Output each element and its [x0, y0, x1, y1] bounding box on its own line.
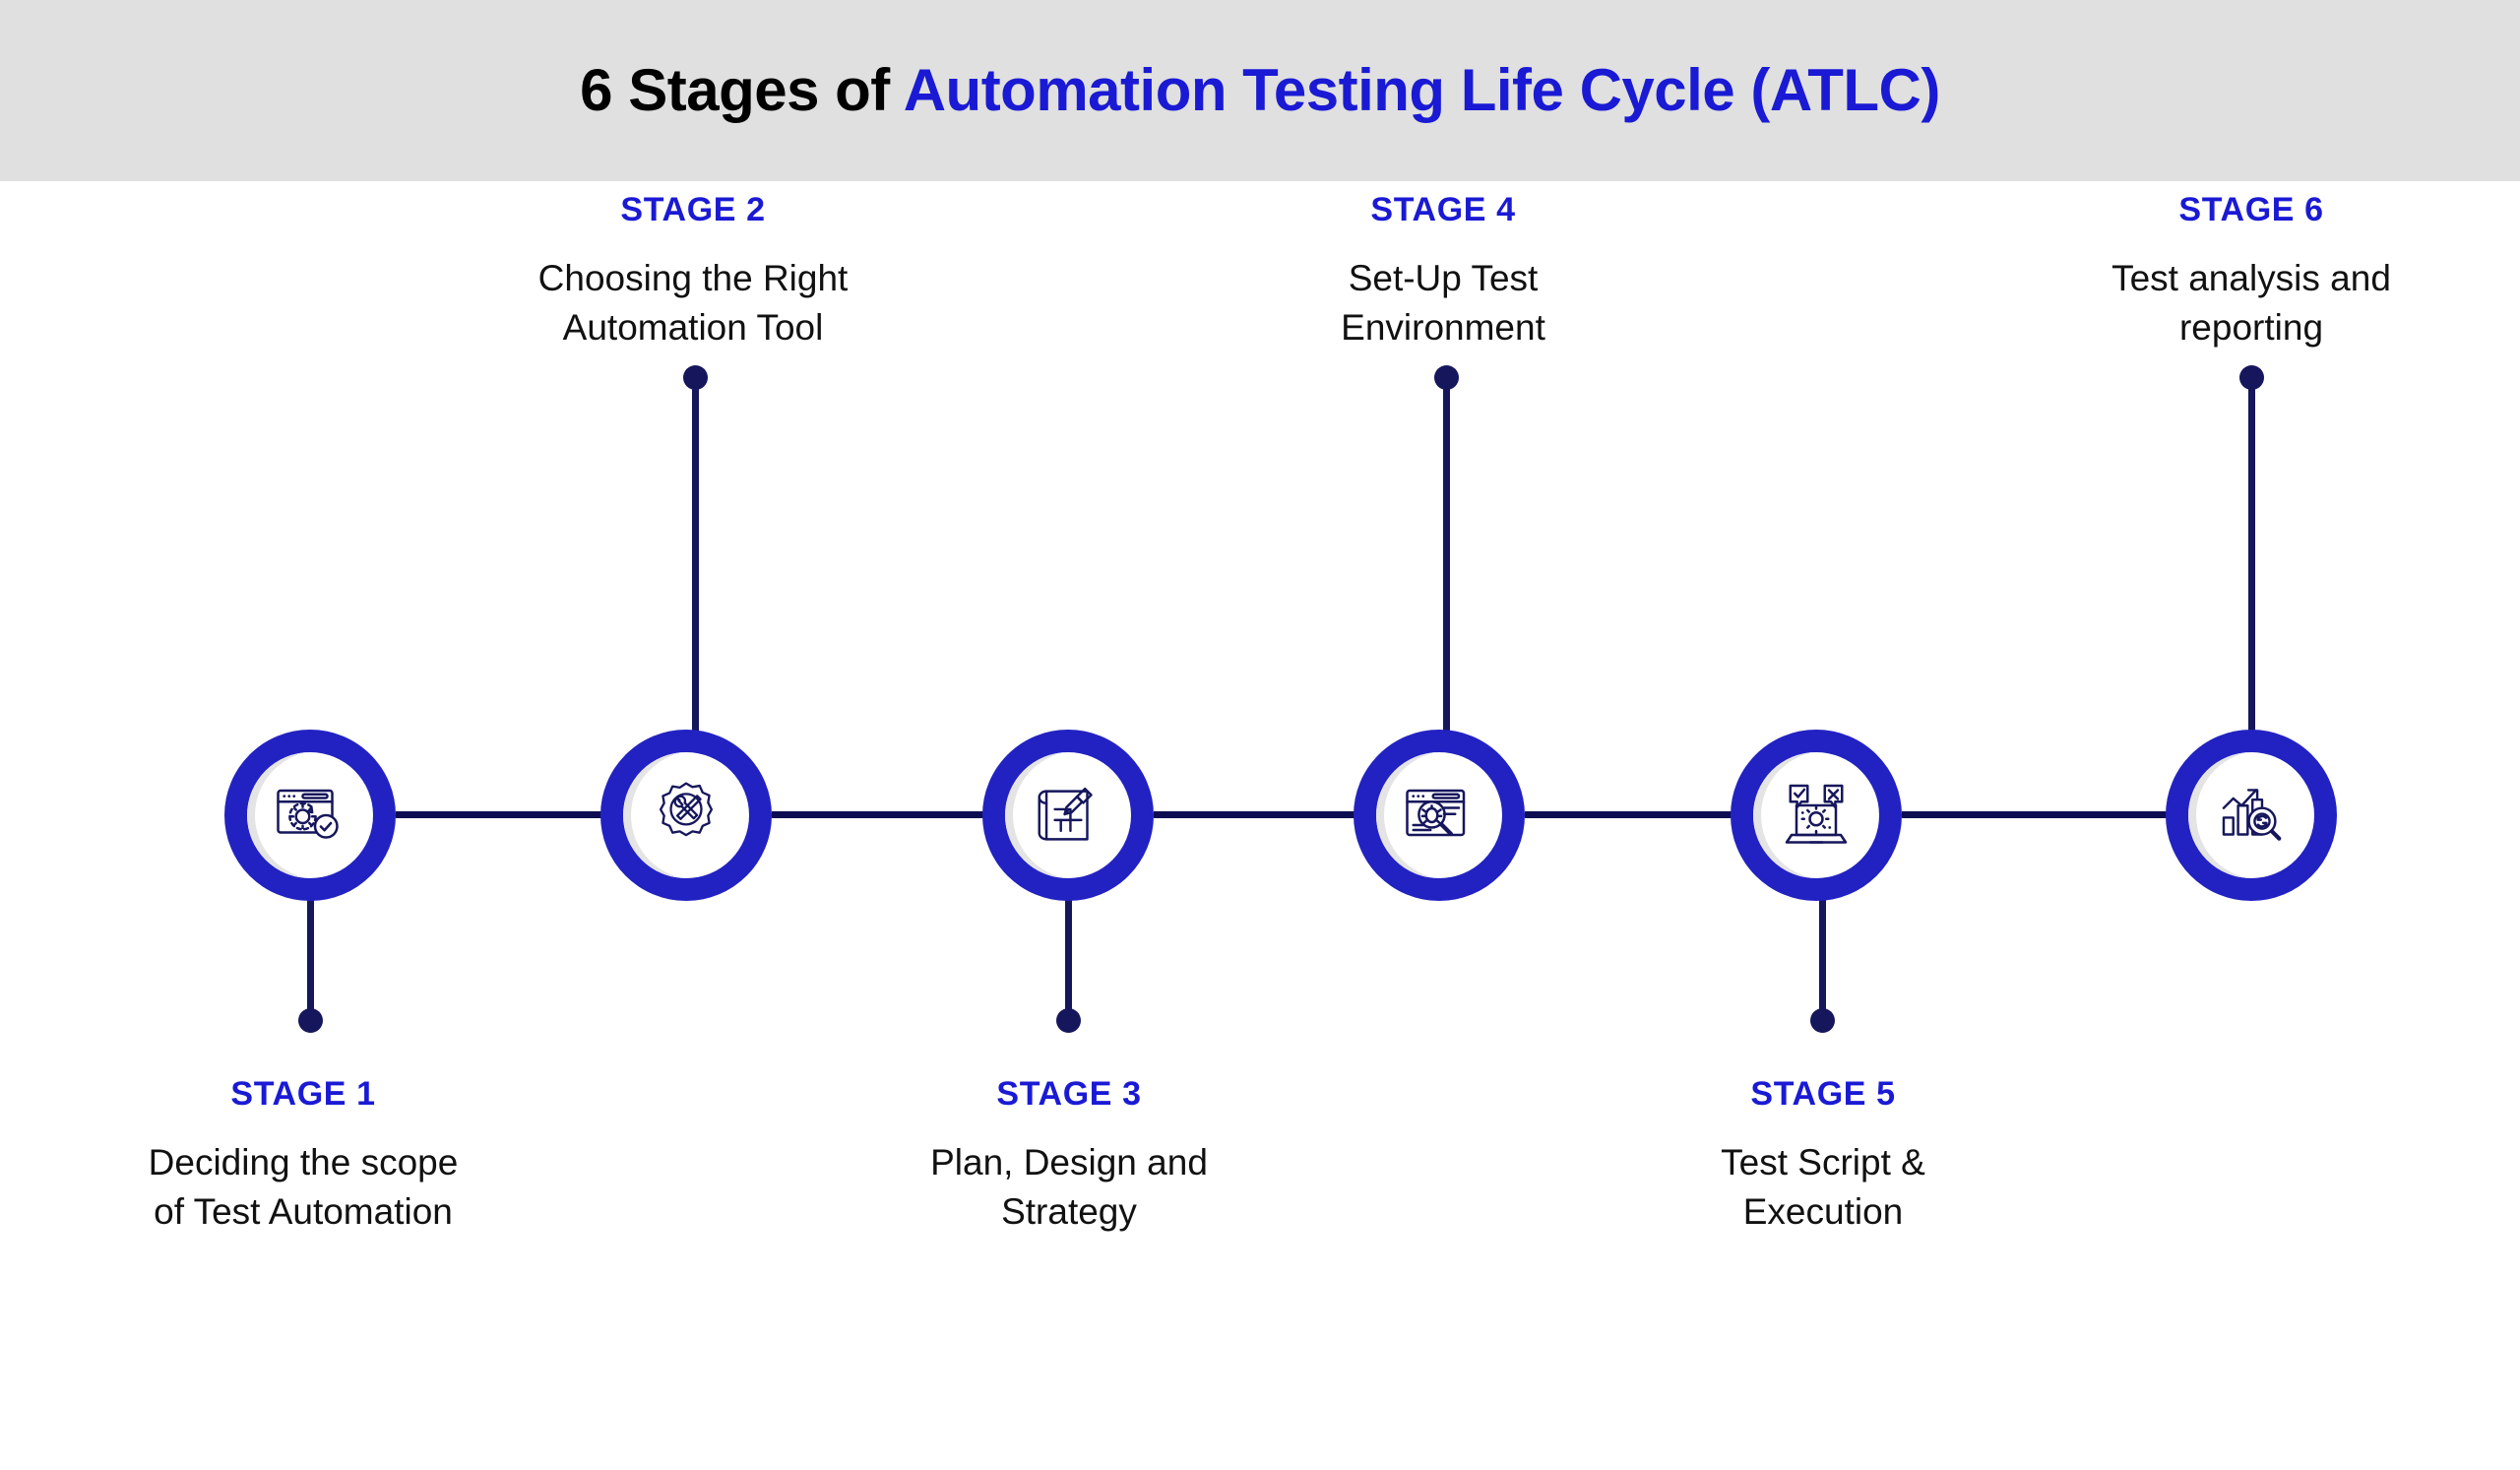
- stage-label-3-desc-line2: Strategy: [1001, 1190, 1137, 1232]
- node-stage-1[interactable]: [224, 730, 396, 901]
- stage-label-2-title: STAGE 2: [620, 191, 766, 228]
- dot-stage-6: [2239, 365, 2264, 390]
- stage-label-1-desc-line1: Deciding the scope: [148, 1142, 459, 1182]
- dot-stage-5: [1810, 1008, 1835, 1033]
- atlc-timeline-diagram: STAGE 2 Choosing the Right Automation To…: [0, 181, 2520, 1470]
- stage-label-3: STAGE 3 Plan, Design and Strategy: [862, 1077, 1276, 1237]
- page-title: 6 Stages of Automation Testing Life Cycl…: [580, 61, 1940, 120]
- stage-label-6-title: STAGE 6: [2178, 191, 2324, 228]
- stage-label-5-desc-line1: Test Script &: [1721, 1142, 1925, 1182]
- stage-label-5-desc-line2: Execution: [1742, 1190, 1904, 1232]
- dot-stage-2: [683, 365, 708, 390]
- stage-label-5: STAGE 5 Test Script & Execution: [1616, 1077, 2030, 1237]
- dot-stage-3: [1056, 1008, 1081, 1033]
- stage-label-2: STAGE 2 Choosing the Right Automation To…: [486, 193, 900, 352]
- dot-stage-1: [298, 1008, 323, 1033]
- stage-label-6-desc-line1: Test analysis and: [2111, 258, 2391, 298]
- stage-label-1: STAGE 1 Deciding the scope of Test Autom…: [96, 1077, 510, 1237]
- node-stage-5-inner: [1753, 752, 1879, 878]
- bar-chart-magnifier-icon: [2213, 777, 2290, 854]
- stage-label-4-desc-line1: Set-Up Test: [1348, 258, 1539, 298]
- node-stage-3[interactable]: [982, 730, 1154, 901]
- stage-label-4: STAGE 4 Set-Up Test Environment: [1236, 193, 1650, 352]
- node-stage-4-inner: [1376, 752, 1502, 878]
- stage-label-3-desc-line1: Plan, Design and: [930, 1142, 1208, 1182]
- node-stage-2[interactable]: [600, 730, 772, 901]
- stem-stage-1: [307, 890, 314, 1023]
- stage-label-6-desc-line2: reporting: [2178, 306, 2324, 348]
- browser-bug-magnifier-icon: [1400, 776, 1479, 855]
- browser-gear-check-icon: [271, 776, 349, 855]
- laptop-gear-pass-fail-icon: [1777, 776, 1856, 855]
- stage-label-5-title: STAGE 5: [1750, 1075, 1896, 1113]
- dot-stage-4: [1434, 365, 1459, 390]
- node-stage-6[interactable]: [2166, 730, 2337, 901]
- stem-stage-5: [1819, 890, 1826, 1023]
- stem-stage-4: [1443, 378, 1450, 735]
- connector-line-3-4: [1154, 811, 1440, 818]
- page-title-prefix: 6 Stages of: [580, 57, 904, 123]
- connector-line-5-6: [1902, 811, 2252, 818]
- stage-label-1-desc-line2: of Test Automation: [154, 1190, 453, 1232]
- gear-wrench-screwdriver-icon: [650, 779, 723, 852]
- page-title-highlight: Automation Testing Life Cycle (ATLC): [903, 57, 1941, 123]
- stage-label-4-desc-line2: Environment: [1341, 306, 1545, 348]
- node-stage-4[interactable]: [1354, 730, 1525, 901]
- node-stage-6-inner: [2188, 752, 2314, 878]
- header-band: 6 Stages of Automation Testing Life Cycl…: [0, 0, 2520, 181]
- connector-line-4-5: [1525, 811, 1817, 818]
- stem-stage-2: [692, 378, 699, 735]
- node-stage-3-inner: [1005, 752, 1131, 878]
- stage-label-1-title: STAGE 1: [230, 1075, 376, 1113]
- node-stage-5[interactable]: [1731, 730, 1902, 901]
- connector-line-2-3: [772, 811, 1069, 818]
- node-stage-1-inner: [247, 752, 373, 878]
- blueprint-pencil-icon: [1030, 777, 1106, 854]
- stage-label-2-desc-line1: Choosing the Right: [537, 258, 849, 298]
- stage-label-6: STAGE 6 Test analysis and reporting: [2045, 193, 2458, 352]
- node-stage-2-inner: [623, 752, 749, 878]
- connector-line-1-2: [396, 811, 686, 818]
- stage-label-4-title: STAGE 4: [1370, 191, 1516, 228]
- stem-stage-6: [2248, 378, 2255, 735]
- stage-label-3-title: STAGE 3: [996, 1075, 1142, 1113]
- stage-label-2-desc-line2: Automation Tool: [562, 306, 824, 348]
- stem-stage-3: [1065, 890, 1072, 1023]
